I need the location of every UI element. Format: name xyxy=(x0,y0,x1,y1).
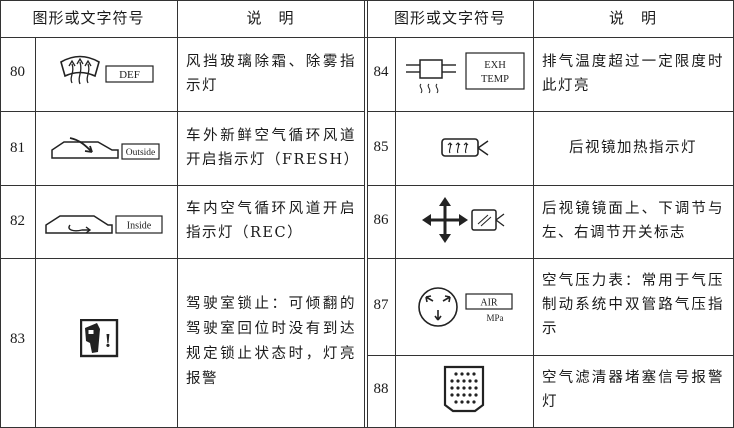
table-border-left xyxy=(0,0,1,428)
row-description: 空气滤清器堵塞信号报警灯 xyxy=(542,370,724,410)
row-number: 85 xyxy=(373,139,389,155)
col-divider xyxy=(177,0,178,428)
header-desc-right: 说 明 xyxy=(608,9,657,27)
col-divider-double-a xyxy=(364,0,365,428)
mpa-label: MPa xyxy=(486,313,503,323)
mirror-adjust-icon xyxy=(418,196,508,248)
inside-label: Inside xyxy=(127,221,152,232)
temp-label: TEMP xyxy=(481,74,509,85)
heated-mirror-icon xyxy=(440,135,496,165)
row-divider xyxy=(0,111,364,112)
cab-lock-warning-icon: ! xyxy=(79,318,120,363)
header-symbol-right: 图形或文字符号 xyxy=(393,9,506,27)
row-number: 88 xyxy=(373,381,389,397)
row-description: 车外新鲜空气循环风道开启指示灯（FRESH） xyxy=(186,128,360,168)
row-number: 80 xyxy=(10,64,25,80)
row-description: 后视镜加热指示灯 xyxy=(569,140,697,156)
header-symbol-left: 图形或文字符号 xyxy=(32,9,145,27)
air-pressure-gauge-icon: AIR MPa xyxy=(416,285,516,333)
row-description: 空气压力表：常用于气压制动系统中双管路气压指示 xyxy=(542,273,724,337)
air-filter-clogged-icon xyxy=(442,365,486,417)
col-divider-double-b xyxy=(367,0,368,428)
table-border-top xyxy=(0,0,734,1)
header-divider xyxy=(0,37,734,38)
row-divider xyxy=(0,185,364,186)
header-desc-left: 说 明 xyxy=(246,9,295,27)
row-number: 87 xyxy=(373,297,389,313)
row-divider xyxy=(367,185,734,186)
inside-recirculation-icon: Inside xyxy=(44,203,166,243)
air-label: AIR xyxy=(480,298,498,309)
row-number: 81 xyxy=(10,140,25,156)
row-number: 84 xyxy=(373,64,389,80)
row-description: 风挡玻璃除霜、除雾指示灯 xyxy=(186,54,356,94)
exclamation-mark: ! xyxy=(105,330,112,352)
row-description: 驾驶室锁止：可倾翻的驾驶室回位时没有到达规定锁止状态时，灯亮报警 xyxy=(186,296,356,387)
exhaust-temp-icon: EXH TEMP xyxy=(404,48,528,100)
exh-label: EXH xyxy=(484,60,506,71)
row-divider xyxy=(0,258,364,259)
row-number: 83 xyxy=(10,331,25,347)
row-description: 排气温度超过一定限度时此灯亮 xyxy=(542,54,724,94)
def-label: DEF xyxy=(119,69,140,81)
row-number: 86 xyxy=(373,212,389,228)
row-divider xyxy=(367,355,734,356)
outside-air-icon: Outside xyxy=(50,130,162,170)
row-number: 82 xyxy=(10,213,25,229)
col-divider xyxy=(35,37,36,428)
outside-label: Outside xyxy=(126,148,156,158)
col-divider xyxy=(533,0,534,428)
row-divider xyxy=(367,111,734,112)
row-divider xyxy=(367,258,734,259)
row-description: 后视镜镜面上、下调节与左、右调节开关标志 xyxy=(542,201,724,241)
defrost-windshield-icon: DEF xyxy=(58,50,158,100)
col-divider xyxy=(395,37,396,428)
row-description: 车内空气循环风道开启指示灯（REC） xyxy=(186,201,356,241)
